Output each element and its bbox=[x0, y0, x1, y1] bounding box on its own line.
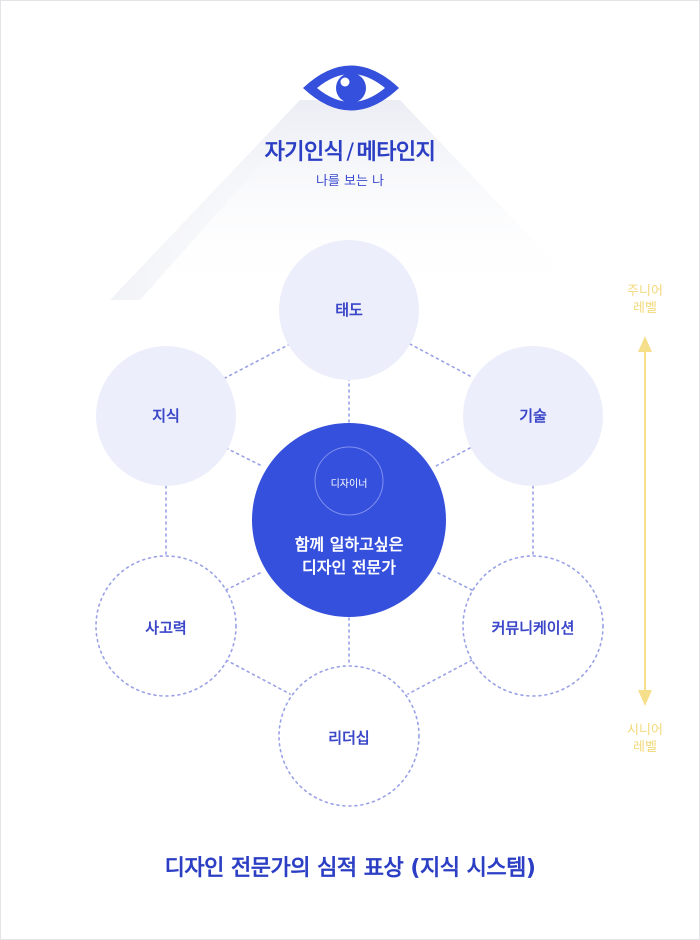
node-knowledge-label: 지식 bbox=[152, 407, 180, 425]
junior-level-line1: 주니어 bbox=[627, 284, 663, 299]
node-leadership bbox=[278, 665, 420, 807]
connector-attitude-knowledge bbox=[224, 343, 291, 379]
node-center bbox=[252, 423, 446, 617]
connector-attitude-skill bbox=[409, 343, 471, 377]
page-title: 자기인식/메타인지 bbox=[0, 134, 700, 166]
title-metacognition: 메타인지 bbox=[356, 140, 436, 165]
node-thinking-label: 사고력 bbox=[145, 619, 187, 637]
junior-level-line2: 레벨 bbox=[633, 301, 657, 316]
node-thinking bbox=[95, 555, 237, 697]
center-badge-label: 디자이너 bbox=[330, 479, 368, 490]
connector-thinking-center bbox=[225, 571, 263, 591]
node-attitude bbox=[279, 240, 419, 380]
connector-thinking-leadership bbox=[225, 659, 291, 695]
senior-level-line2: 레벨 bbox=[633, 740, 657, 755]
node-attitude-label: 태도 bbox=[335, 301, 363, 319]
connector-communication-center bbox=[435, 571, 473, 591]
vision-beam bbox=[110, 100, 590, 300]
center-label-line1: 함께 일하고싶은 bbox=[294, 535, 404, 554]
node-communication bbox=[462, 555, 604, 697]
connector-knowledge-center bbox=[225, 447, 263, 467]
center-label-line2: 디자인 전문가 bbox=[302, 558, 396, 577]
junior-level-label: 주니어 레벨 bbox=[615, 283, 675, 317]
title-separator: / bbox=[346, 140, 354, 165]
eye-icon bbox=[303, 65, 399, 111]
connector-skill-center bbox=[435, 447, 471, 467]
node-leadership-label: 리더십 bbox=[328, 729, 370, 747]
vision-beam-edge-left bbox=[110, 100, 318, 300]
center-badge bbox=[314, 446, 384, 516]
page-subtitle: 나를 보는 나 bbox=[315, 174, 385, 189]
senior-level-line1: 시니어 bbox=[627, 723, 663, 738]
senior-level-label: 시니어 레벨 bbox=[615, 722, 675, 756]
title-self-awareness: 자기인식 bbox=[264, 140, 344, 165]
connector-communication-leadership bbox=[407, 659, 473, 695]
node-skill bbox=[463, 346, 603, 486]
double-arrow-icon bbox=[638, 336, 652, 706]
node-skill-label: 기술 bbox=[519, 407, 547, 425]
node-communication-label: 커뮤니케이션 bbox=[491, 619, 575, 637]
diagram-caption: 디자인 전문가의 심적 표상 (지식 시스템) bbox=[164, 856, 536, 881]
node-knowledge bbox=[96, 346, 236, 486]
